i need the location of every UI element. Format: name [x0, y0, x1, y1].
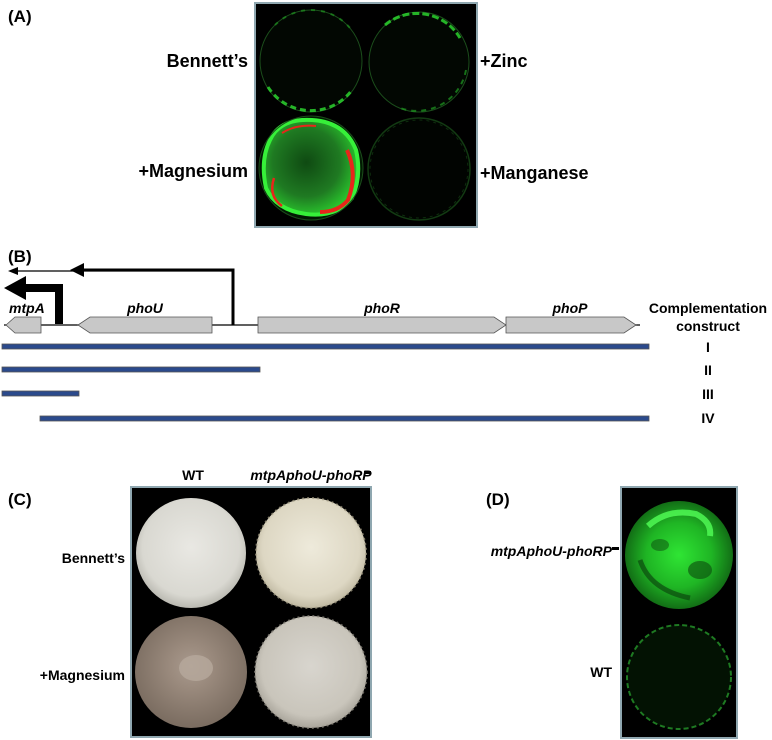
plate-c-mutant-magnesium [254, 615, 368, 729]
row-label-bennetts-c: Bennett’s [62, 550, 125, 566]
label-manganese: +Manganese [480, 163, 589, 183]
row-label-d-wt: WT [590, 664, 612, 680]
construct-label-iv: IV [701, 410, 715, 426]
column-label-mutant: mtpAphoU-phoRP [250, 467, 372, 483]
gene-label-mtpA: mtpA [9, 300, 45, 316]
plate-c-mutant-bennetts [255, 497, 367, 609]
label-zinc: +Zinc [480, 51, 528, 71]
panel-a-label: (A) [8, 7, 32, 26]
transcript-arrows [4, 263, 235, 325]
label-magnesium-a: +Magnesium [138, 161, 248, 181]
construct-bar-iii [1, 390, 80, 397]
gene-phoR [257, 316, 507, 334]
gene-label-phoU: phoU [126, 300, 164, 316]
plate-d-mutant [625, 501, 733, 609]
construct-label-iii: III [702, 386, 714, 402]
construct-bar-i [1, 343, 650, 350]
gene-phoP [505, 316, 637, 334]
gene-mtpA [5, 316, 42, 334]
label-bennetts-a: Bennett’s [167, 51, 248, 71]
plate-a-magnesium [258, 115, 364, 221]
gene-label-phoR: phoR [363, 300, 401, 316]
plate-a-zinc [368, 11, 470, 113]
row-label-d-mutant-text: mtpAphoU-phoRP [491, 543, 613, 559]
complementation-header-line2: construct [676, 318, 740, 334]
panel-b-label: (B) [8, 247, 32, 266]
construct-bar-ii [1, 366, 261, 373]
complementation-header-line1: Complementation [649, 300, 767, 316]
plate-a-bennetts [259, 9, 363, 113]
construct-bar-iv [39, 415, 650, 422]
plate-a-manganese [367, 117, 471, 221]
plate-c-wt-magnesium [135, 616, 247, 728]
row-label-d-mutant: mtpAphoU-phoRP [491, 543, 619, 559]
construct-label-i: I [706, 339, 710, 355]
row-label-magnesium-c: +Magnesium [40, 667, 125, 683]
gene-label-phoP: phoP [552, 300, 589, 316]
plate-d-wt [626, 624, 732, 730]
column-label-wt: WT [182, 467, 204, 483]
plate-c-wt-bennetts [136, 498, 246, 608]
construct-label-ii: II [704, 362, 712, 378]
gene-phoU [77, 316, 213, 334]
panel-d-label: (D) [486, 490, 510, 509]
column-label-mutant-text: mtpAphoU-phoRP [250, 467, 372, 483]
panel-c-label: (C) [8, 490, 32, 509]
